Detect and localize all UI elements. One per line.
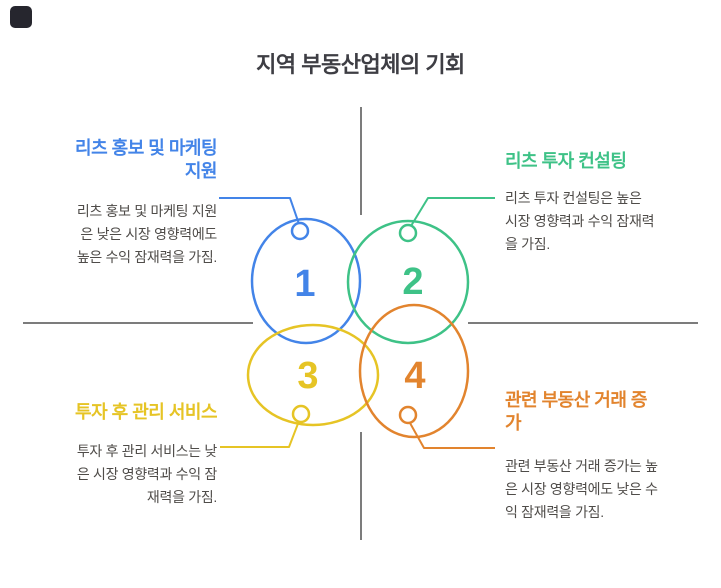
circle-3 (246, 323, 380, 427)
quadrant-2-description: 리츠 투자 컨설팅은 높은 시장 영향력과 수익 잠재력 을 가짐. (505, 190, 655, 252)
step-number-4: 4 (404, 355, 425, 397)
circle-1 (250, 217, 362, 345)
node-circle-3 (291, 404, 311, 424)
node-circle-4 (398, 405, 418, 425)
quadrant-block-1: 리츠 홍보 및 마케팅 지원 리츠 홍보 및 마케팅 지원 은 낮은 시장 영향… (20, 137, 217, 269)
step-number-1: 1 (294, 263, 315, 305)
connector-1 (219, 197, 300, 225)
node-circle-2 (398, 223, 418, 243)
circle-4 (358, 303, 470, 439)
connector-4 (409, 422, 495, 449)
quadrant-3-description: 투자 후 관리 서비스는 낮 은 시장 영향력과 수익 잠 재력을 가짐. (76, 443, 217, 505)
node-circle-1 (290, 221, 310, 241)
connector-3 (220, 420, 300, 448)
quadrant-4-heading: 관련 부동산 거래 증 가 (505, 390, 647, 433)
connector-2 (410, 197, 495, 227)
diagram-title: 지역 부동산업체의 기회 (256, 52, 465, 77)
step-number-2: 2 (402, 261, 423, 303)
circle-2 (346, 219, 470, 345)
quadrant-1-description: 리츠 홍보 및 마케팅 지원 은 낮은 시장 영향력에도 높은 수익 잠재력을 … (76, 203, 217, 265)
quadrant-block-2: 리츠 투자 컨설팅 리츠 투자 컨설팅은 높은 시장 영향력과 수익 잠재력 을… (505, 150, 715, 256)
quadrant-3-heading: 투자 후 관리 서비스 (75, 402, 217, 422)
quadrant-4-description: 관련 부동산 거래 증가는 높 은 시장 영향력에도 낮은 수 익 잠재력을 가… (505, 458, 658, 520)
app-corner-chip (10, 6, 32, 28)
quadrant-1-heading: 리츠 홍보 및 마케팅 지원 (75, 138, 217, 181)
quadrant-2-heading: 리츠 투자 컨설팅 (505, 151, 627, 171)
step-number-3: 3 (297, 355, 318, 397)
quadrant-block-3: 투자 후 관리 서비스 투자 후 관리 서비스는 낮 은 시장 영향력과 수익 … (20, 401, 217, 509)
quadrant-block-4: 관련 부동산 거래 증 가 관련 부동산 거래 증가는 높 은 시장 영향력에도… (505, 389, 715, 524)
